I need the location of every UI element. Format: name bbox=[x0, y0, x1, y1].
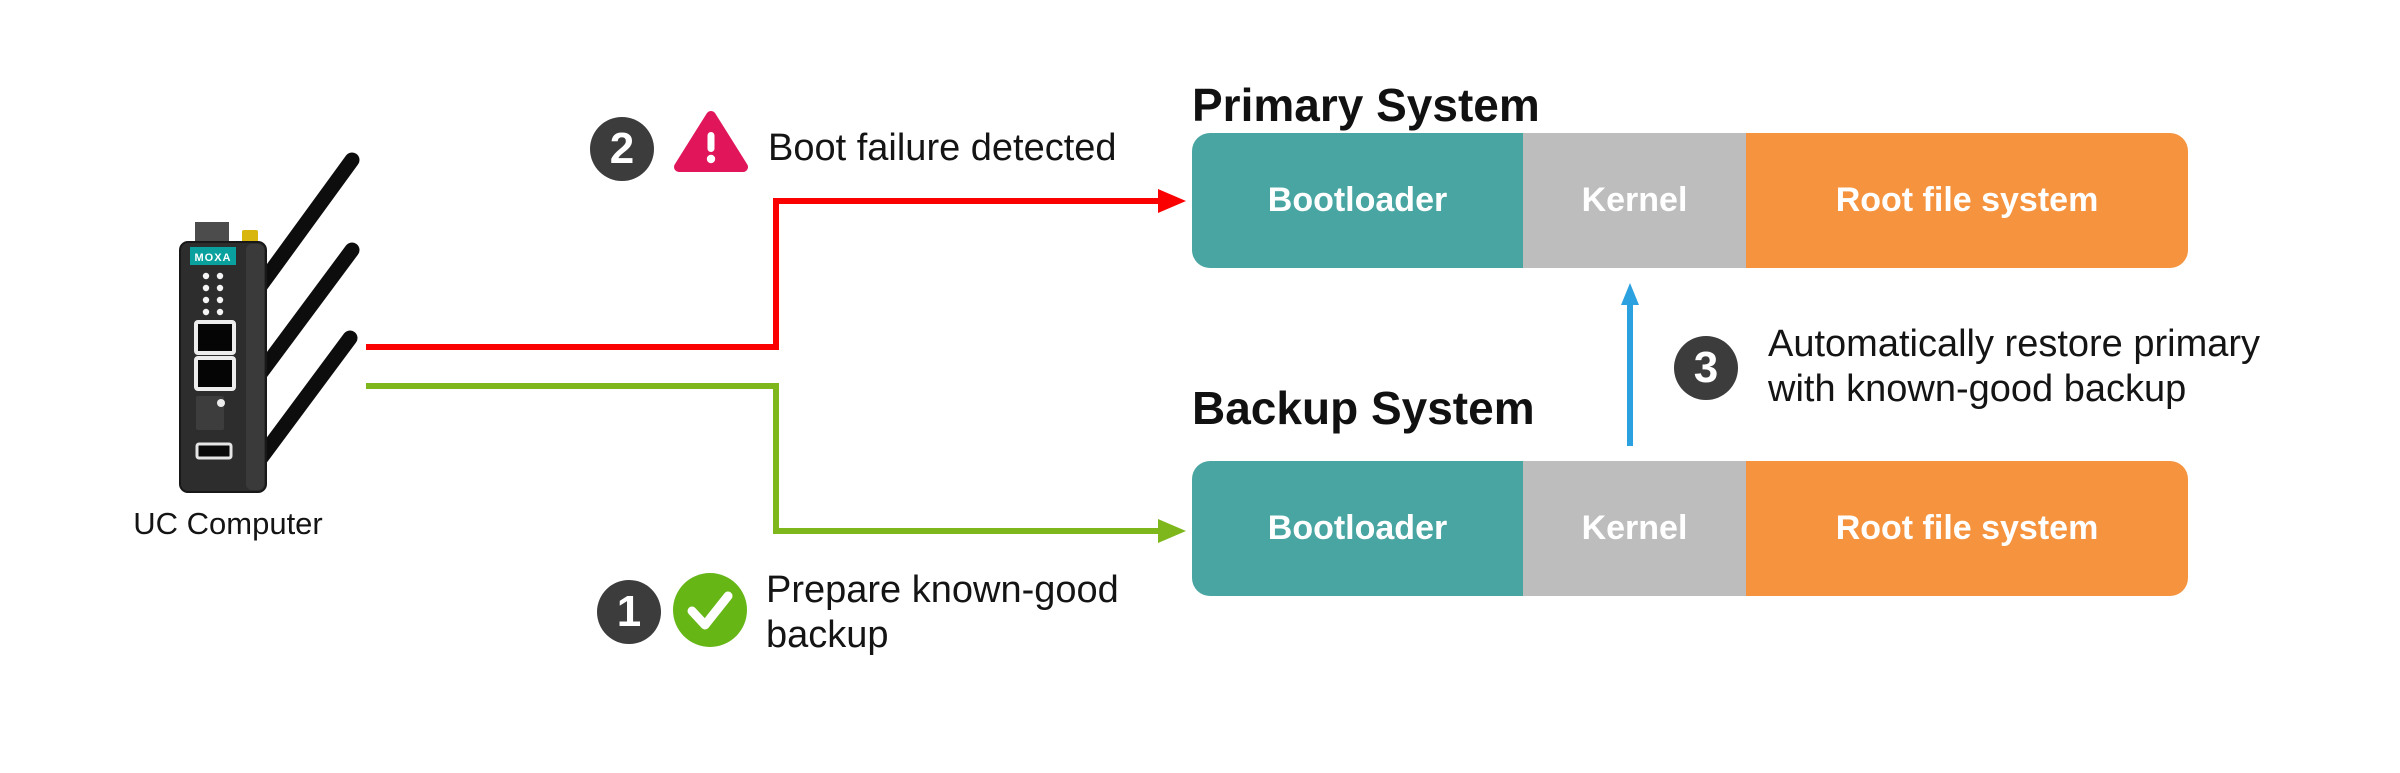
device-recess bbox=[196, 396, 224, 430]
step-2-number: 2 bbox=[609, 124, 635, 173]
reset-button-icon bbox=[217, 399, 225, 407]
warning-exclamation-bar bbox=[707, 132, 715, 152]
backup-system-box: Bootloader Kernel Root file system bbox=[1192, 461, 2188, 596]
green-arrowhead-icon bbox=[1158, 519, 1186, 543]
step-1-text: Prepare known-good backup bbox=[766, 568, 1119, 658]
check-mark bbox=[687, 591, 733, 630]
backup-kernel-segment: Kernel bbox=[1523, 461, 1746, 596]
antenna-icon bbox=[245, 152, 360, 304]
step-2-badge: 2 bbox=[590, 117, 654, 181]
check-circle-shape bbox=[673, 573, 747, 647]
ethernet-port-icon bbox=[194, 320, 236, 355]
primary-rootfs-segment: Root file system bbox=[1746, 133, 2188, 268]
antenna-icon bbox=[243, 242, 360, 394]
uc-computer-illustration: MOXA bbox=[179, 152, 360, 493]
step-3-line1: Automatically restore primary bbox=[1768, 323, 2261, 365]
led-indicators bbox=[202, 272, 224, 316]
step-3-line2: with known-good backup bbox=[1768, 368, 2187, 410]
red-arrowhead-icon bbox=[1158, 189, 1186, 213]
step-3-text: Automatically restore primary with known… bbox=[1768, 322, 2260, 412]
primary-bootloader-segment: Bootloader bbox=[1192, 133, 1523, 268]
check-circle-icon bbox=[673, 573, 747, 647]
step-1-line1: Prepare known-good bbox=[766, 569, 1119, 611]
step-2-text: Boot failure detected bbox=[768, 126, 1117, 171]
device-side-panel bbox=[246, 244, 264, 490]
step-1-badge: 1 bbox=[597, 580, 661, 644]
red-boot-failure-connector bbox=[366, 198, 1160, 350]
brand-logo-text: MOXA bbox=[195, 252, 232, 264]
step-1-line2: backup bbox=[766, 614, 889, 656]
backup-bootloader-segment: Bootloader bbox=[1192, 461, 1523, 596]
step-2-line1: Boot failure detected bbox=[768, 127, 1117, 169]
green-backup-connector bbox=[366, 383, 1160, 534]
blue-arrowhead-icon bbox=[1621, 283, 1639, 305]
warning-triangle-icon bbox=[674, 111, 748, 172]
ethernet-port-icon bbox=[194, 356, 236, 391]
primary-kernel-segment: Kernel bbox=[1523, 133, 1746, 268]
step-3-badge: 3 bbox=[1674, 336, 1738, 400]
warning-exclamation-dot bbox=[706, 154, 716, 164]
backup-rootfs-segment: Root file system bbox=[1746, 461, 2188, 596]
primary-system-box: Bootloader Kernel Root file system bbox=[1192, 133, 2188, 268]
brand-band bbox=[190, 247, 236, 265]
step-3-number: 3 bbox=[1693, 343, 1719, 392]
backup-system-title: Backup System bbox=[1192, 382, 1535, 434]
step-1-number: 1 bbox=[616, 587, 642, 636]
usb-slot-icon bbox=[195, 442, 233, 460]
primary-system-title: Primary System bbox=[1192, 79, 1540, 131]
uc-computer-label: UC Computer bbox=[133, 506, 323, 541]
